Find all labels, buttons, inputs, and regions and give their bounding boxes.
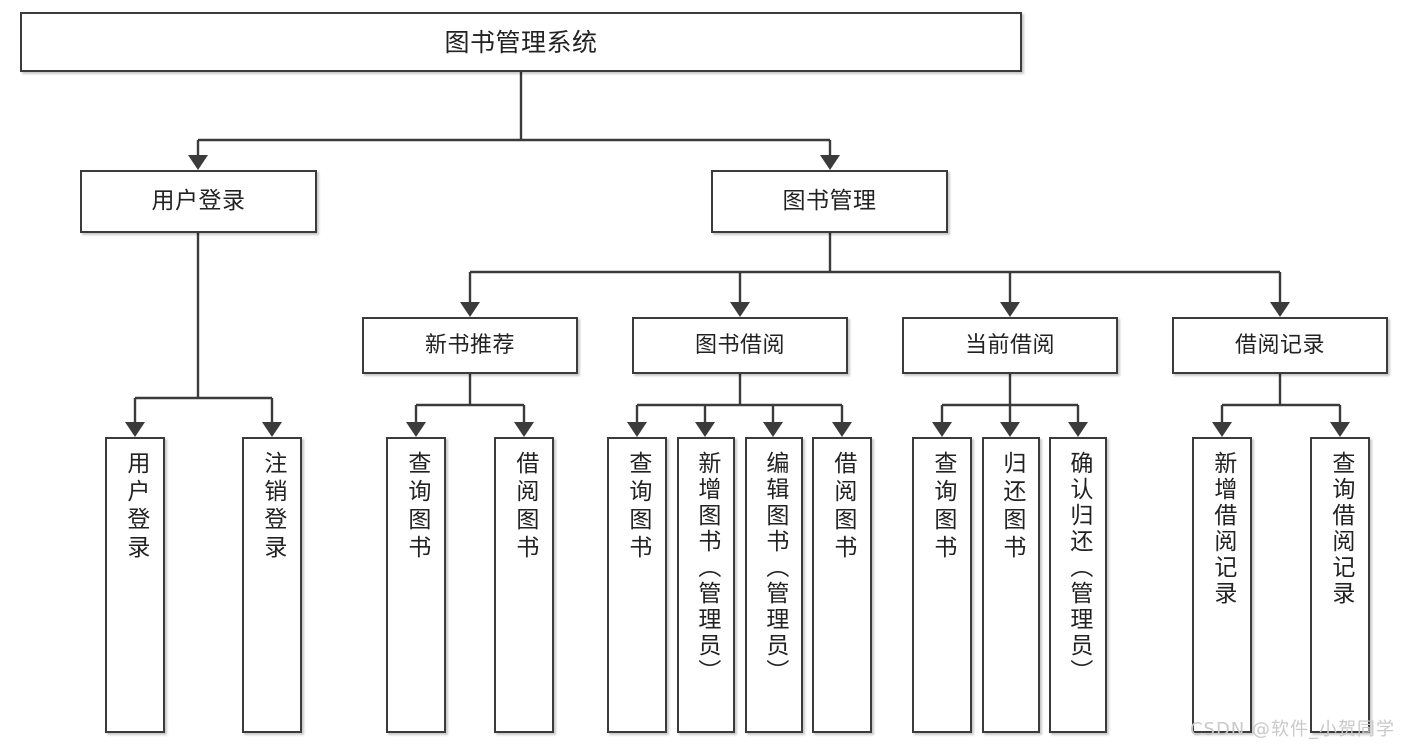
leaf-newbook-borrow-book[interactable]: 借阅图书 [494, 437, 554, 733]
arrowhead-record [1270, 302, 1290, 317]
node-label: 归还图书 [998, 451, 1025, 563]
node-label: 查询图书 [403, 451, 430, 563]
node-label: 借阅记录 [1234, 332, 1325, 358]
node-label: 查询借阅记录 [1327, 451, 1354, 607]
arrowhead-leaf-logout [262, 422, 282, 437]
node-label: 用户登录 [151, 188, 246, 214]
node-label: 编辑图书（管理员） [761, 451, 788, 685]
node-label: 新增借阅记录 [1209, 451, 1236, 607]
node-book-borrow[interactable]: 图书借阅 [632, 317, 848, 374]
arrowhead-record-leaf-2 [1330, 422, 1350, 437]
leaf-record-query-record[interactable]: 查询借阅记录 [1310, 437, 1370, 733]
node-label: 新书推荐 [424, 332, 515, 358]
arrowhead-newbook-leaf-2 [514, 422, 534, 437]
arrowhead-borrow-leaf-4 [832, 422, 852, 437]
node-root-library-system[interactable]: 图书管理系统 [20, 12, 1022, 72]
arrowhead-current-leaf-1 [932, 422, 952, 437]
arrowhead-bookmgmt [820, 155, 840, 170]
node-label: 新增图书（管理员） [693, 451, 720, 685]
arrowhead-current-leaf-2 [1000, 422, 1020, 437]
watermark: CSDN @软件_小贺同学 [1189, 719, 1395, 740]
node-label: 图书借阅 [694, 332, 785, 358]
arrowhead-leaf-user-login [125, 422, 145, 437]
node-user-login[interactable]: 用户登录 [80, 170, 317, 233]
arrowhead-current [1000, 302, 1020, 317]
node-label: 借阅图书 [829, 451, 856, 563]
leaf-current-query-book[interactable]: 查询图书 [912, 437, 972, 733]
arrowhead-newbook [460, 302, 480, 317]
node-label: 当前借阅 [964, 332, 1055, 358]
arrowhead-borrow [730, 302, 750, 317]
node-label: 注销登录 [259, 451, 286, 563]
leaf-current-return-book[interactable]: 归还图书 [982, 437, 1040, 733]
leaf-borrow-query-book[interactable]: 查询图书 [607, 437, 667, 733]
node-label: 图书管理系统 [444, 27, 598, 57]
arrowhead-newbook-leaf-1 [406, 422, 426, 437]
node-label: 查询图书 [624, 451, 651, 563]
arrowhead-borrow-leaf-1 [627, 422, 647, 437]
arrowhead-userlogin [188, 155, 208, 170]
arrowhead-borrow-leaf-3 [763, 422, 783, 437]
leaf-record-add-record[interactable]: 新增借阅记录 [1192, 437, 1252, 733]
leaf-logout[interactable]: 注销登录 [242, 437, 302, 733]
node-label: 查询图书 [929, 451, 956, 563]
leaf-borrow-add-book-admin[interactable]: 新增图书（管理员） [677, 437, 735, 733]
node-label: 图书管理 [782, 188, 877, 214]
leaf-user-login[interactable]: 用户登录 [105, 437, 165, 733]
node-label: 确认归还（管理员） [1065, 451, 1092, 685]
node-current-borrow[interactable]: 当前借阅 [902, 317, 1118, 374]
arrowhead-record-leaf-1 [1212, 422, 1232, 437]
node-book-management[interactable]: 图书管理 [711, 170, 948, 233]
node-label: 用户登录 [122, 451, 149, 563]
leaf-newbook-query-book[interactable]: 查询图书 [386, 437, 446, 733]
leaf-borrow-borrow-book[interactable]: 借阅图书 [812, 437, 872, 733]
leaf-current-confirm-return-admin[interactable]: 确认归还（管理员） [1049, 437, 1107, 733]
arrowhead-borrow-leaf-2 [695, 422, 715, 437]
node-new-book-recommend[interactable]: 新书推荐 [362, 317, 578, 374]
leaf-borrow-edit-book-admin[interactable]: 编辑图书（管理员） [745, 437, 803, 733]
arrowhead-current-leaf-3 [1068, 422, 1088, 437]
node-borrow-record[interactable]: 借阅记录 [1172, 317, 1388, 374]
node-label: 借阅图书 [511, 451, 538, 563]
